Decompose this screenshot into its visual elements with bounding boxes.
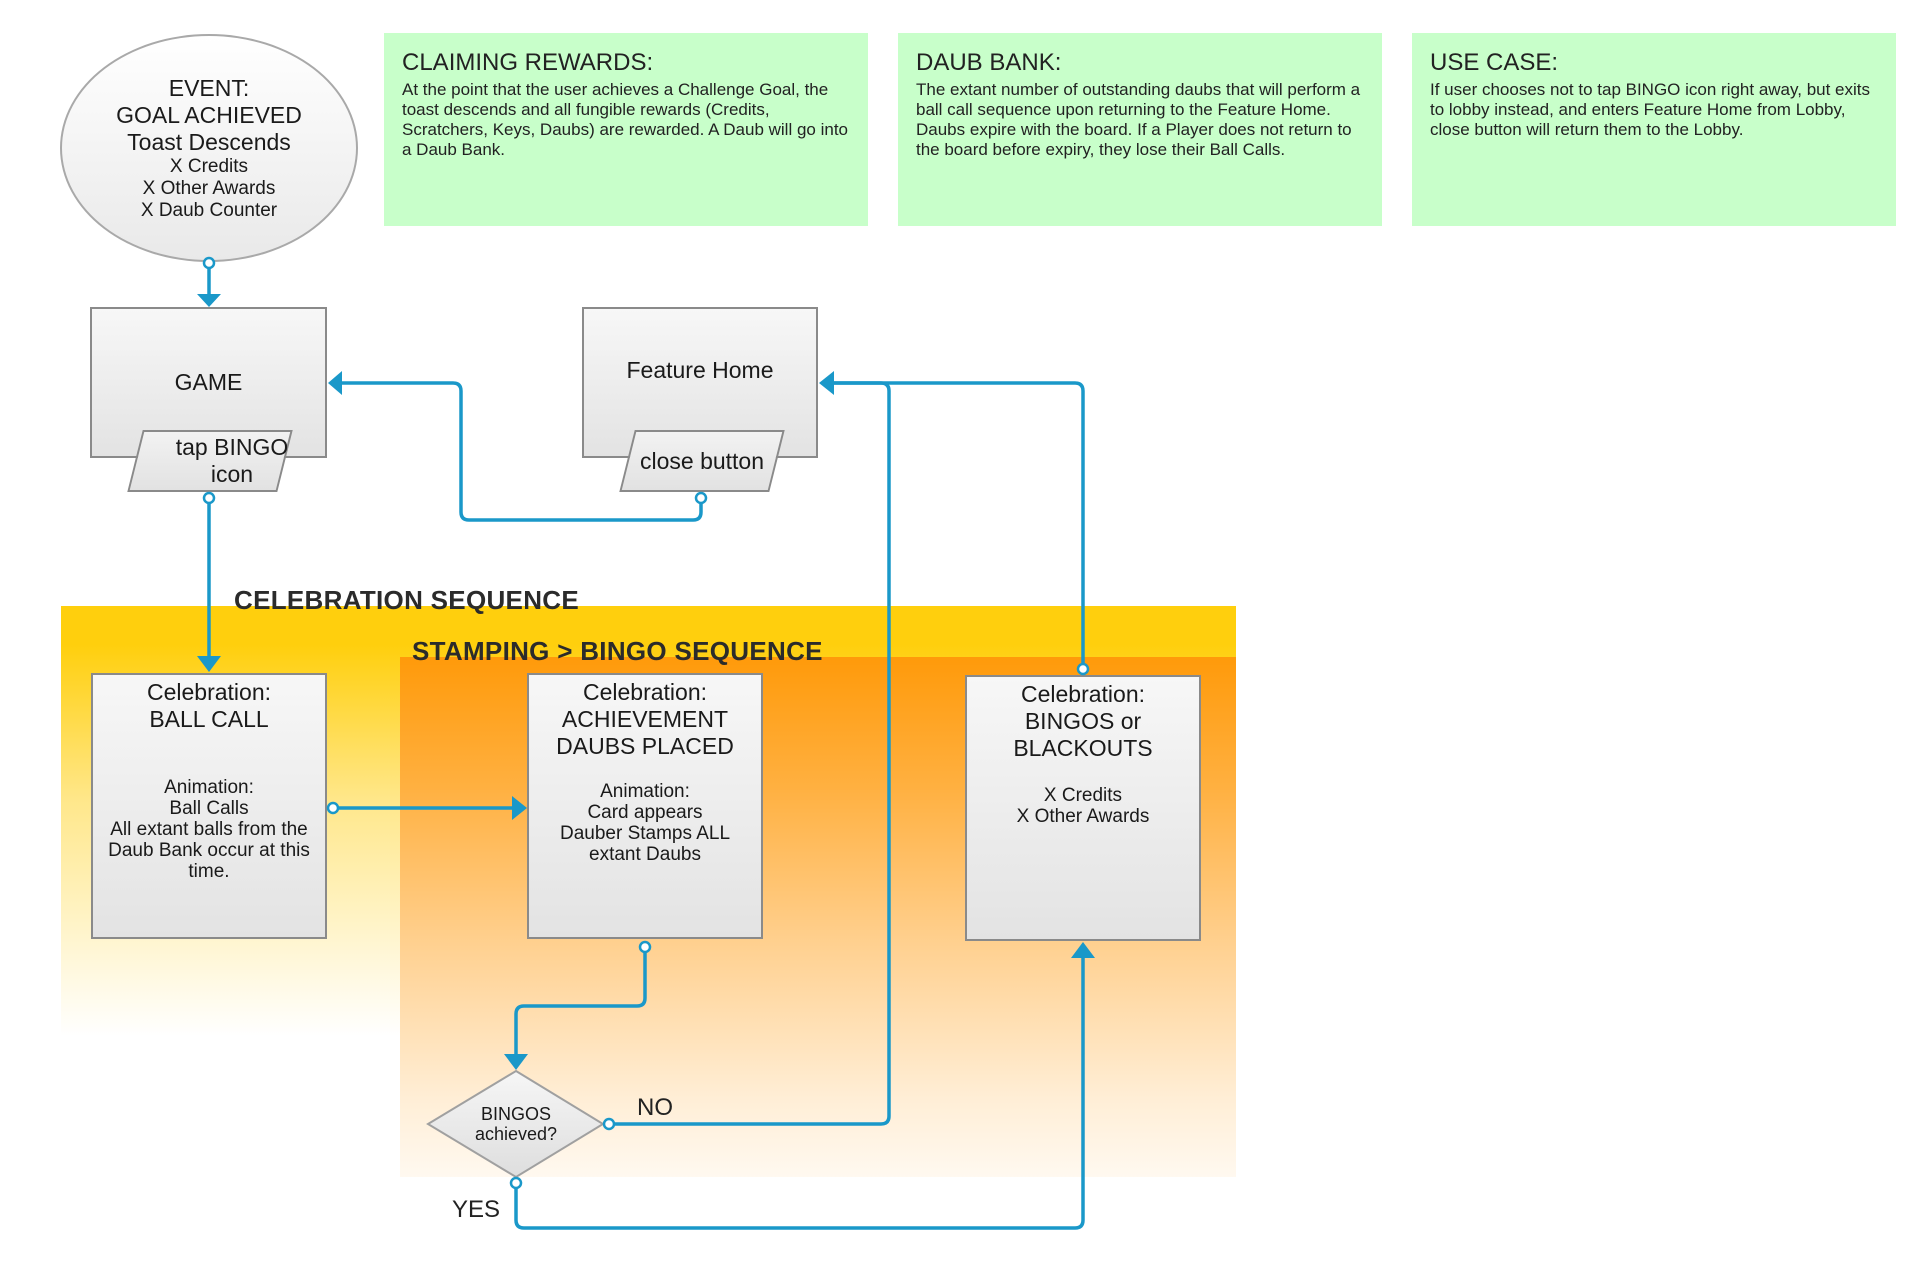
ball-call-text-2: Ball Calls	[169, 798, 249, 819]
endpoint-ball-call	[326, 801, 340, 815]
achievement-title-2: ACHIEVEMENT	[561, 706, 729, 732]
bingos-blackouts-node: Celebration: BINGOS or BLACKOUTS X Credi…	[965, 675, 1201, 941]
celebration-sequence-title: CELEBRATION SEQUENCE	[234, 585, 579, 615]
endpoint-decision-yes	[509, 1176, 523, 1190]
endpoint-achievement	[638, 940, 652, 954]
achievement-title-3: DAUBS PLACED	[556, 733, 734, 759]
edge-no-to-feature-home	[607, 381, 891, 1126]
use-case-note: USE CASE: If user chooses not to tap BIN…	[1412, 33, 1896, 226]
achievement-text-2: Card appears	[587, 802, 703, 823]
ball-call-title-2: BALL CALL	[149, 706, 269, 732]
arrowhead-feature-home-right	[819, 371, 834, 395]
note-title: CLAIMING REWARDS:	[402, 49, 654, 76]
endpoint-close-button	[694, 491, 708, 505]
arrowhead-bingos-bottom	[1071, 942, 1095, 958]
daub-bank-note: DAUB BANK: The extant number of outstand…	[898, 33, 1382, 226]
achievement-text-1: Animation:	[600, 781, 690, 802]
feature-home-title: Feature Home	[626, 357, 774, 383]
game-title: GAME	[174, 369, 243, 395]
achievement-text-3: Dauber Stamps ALL extant Daubs	[559, 823, 731, 865]
arrowhead-game-top	[197, 294, 221, 307]
bingos-title-3: BLACKOUTS	[1013, 735, 1153, 761]
decision-label: BINGOS achieved?	[456, 1100, 576, 1148]
goal-achieved-event: EVENT: GOAL ACHIEVED Toast Descends X Cr…	[60, 34, 358, 262]
decision-line-1: BINGOS	[480, 1104, 551, 1124]
tap-bingo-icon-node[interactable]: tap BINGO icon	[127, 430, 293, 492]
bingos-title-1: Celebration:	[1020, 681, 1146, 707]
note-title: DAUB BANK:	[916, 49, 1062, 76]
arrowhead-decision-top	[504, 1054, 528, 1070]
edge-close-to-game	[340, 381, 703, 522]
endpoint-event	[202, 256, 216, 270]
arrowheads	[197, 294, 1095, 1070]
edge-label-no: NO	[637, 1094, 673, 1121]
ball-call-node: Celebration: BALL CALL Animation: Ball C…	[91, 673, 327, 939]
tap-bingo-icon-label: tap BINGO icon	[175, 434, 289, 487]
edge-achievement-to-decision	[514, 946, 647, 1056]
note-body: If user chooses not to tap BINGO icon ri…	[1430, 80, 1871, 139]
note-title: USE CASE:	[1430, 49, 1559, 76]
stamping-sequence-title: STAMPING > BINGO SEQUENCE	[412, 636, 823, 666]
edge-label-yes: YES	[452, 1196, 501, 1223]
event-goal: GOAL ACHIEVED	[116, 101, 302, 128]
ball-call-text-3: All extant balls from the Daub Bank occu…	[108, 819, 310, 882]
endpoint-tap-bingo	[202, 491, 216, 505]
event-other-awards: X Other Awards	[142, 177, 276, 199]
connector-endpoints	[202, 256, 1090, 1190]
event-daub-counter: X Daub Counter	[140, 199, 278, 221]
endpoint-bingos-top	[1076, 662, 1090, 676]
decision-line-2: achieved?	[474, 1124, 558, 1144]
edge-bingos-to-feature-home	[832, 381, 1085, 671]
note-body: The extant number of outstanding daubs t…	[916, 80, 1361, 159]
event-toast: Toast Descends	[127, 128, 291, 155]
claiming-rewards-note: CLAIMING REWARDS: At the point that the …	[384, 33, 868, 226]
note-body: At the point that the user achieves a Ch…	[402, 80, 848, 159]
close-button-node[interactable]: close button	[619, 430, 785, 492]
arrowhead-game-right	[328, 371, 342, 395]
ball-call-title-1: Celebration:	[146, 679, 272, 705]
close-button-label: close button	[639, 447, 765, 474]
event-credits: X Credits	[169, 155, 249, 177]
achievement-title-1: Celebration:	[582, 679, 708, 705]
event-label: EVENT:	[168, 74, 250, 101]
achievement-daubs-node: Celebration: ACHIEVEMENT DAUBS PLACED An…	[527, 673, 763, 939]
bingos-title-2: BINGOS or	[1024, 708, 1142, 734]
ball-call-text-1: Animation:	[164, 777, 254, 798]
edge-yes-to-bingos	[514, 956, 1085, 1230]
endpoint-decision-no	[602, 1117, 616, 1131]
bingos-text-2: X Other Awards	[1016, 806, 1150, 827]
arrowhead-achievement-left	[512, 796, 527, 820]
bingos-text-1: X Credits	[1043, 785, 1123, 806]
arrowhead-ball-call-top	[197, 656, 221, 672]
